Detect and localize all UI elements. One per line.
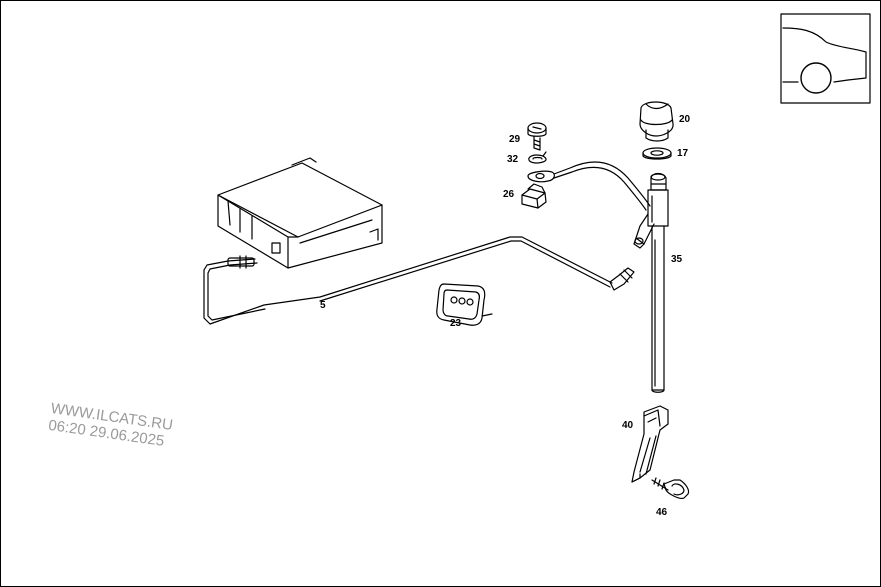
mounting-bracket: [631, 405, 669, 483]
self-tapping-screw: [651, 477, 690, 499]
lock-washer: [528, 151, 547, 164]
antenna-mast: [633, 172, 669, 393]
washer: [642, 147, 672, 160]
callout-35[interactable]: 35: [671, 254, 683, 265]
callout-23[interactable]: 23: [450, 318, 462, 329]
grommet: [436, 283, 493, 326]
callout-46[interactable]: 46: [656, 507, 668, 518]
callout-32[interactable]: 32: [507, 154, 519, 165]
antenna-cable: [203, 236, 635, 325]
ground-strap: [527, 161, 651, 211]
radio-unit: [217, 157, 383, 269]
antenna-cap: [639, 101, 674, 142]
callout-17[interactable]: 17: [677, 148, 689, 159]
bolt: [527, 122, 547, 151]
callout-40[interactable]: 40: [622, 420, 634, 431]
callout-20[interactable]: 20: [679, 114, 691, 125]
callout-29[interactable]: 29: [509, 134, 521, 145]
callout-26[interactable]: 26: [503, 189, 515, 200]
clip-nut: [521, 183, 547, 209]
callout-5[interactable]: 5: [320, 300, 326, 311]
car-thumbnail-icon: [780, 13, 871, 104]
